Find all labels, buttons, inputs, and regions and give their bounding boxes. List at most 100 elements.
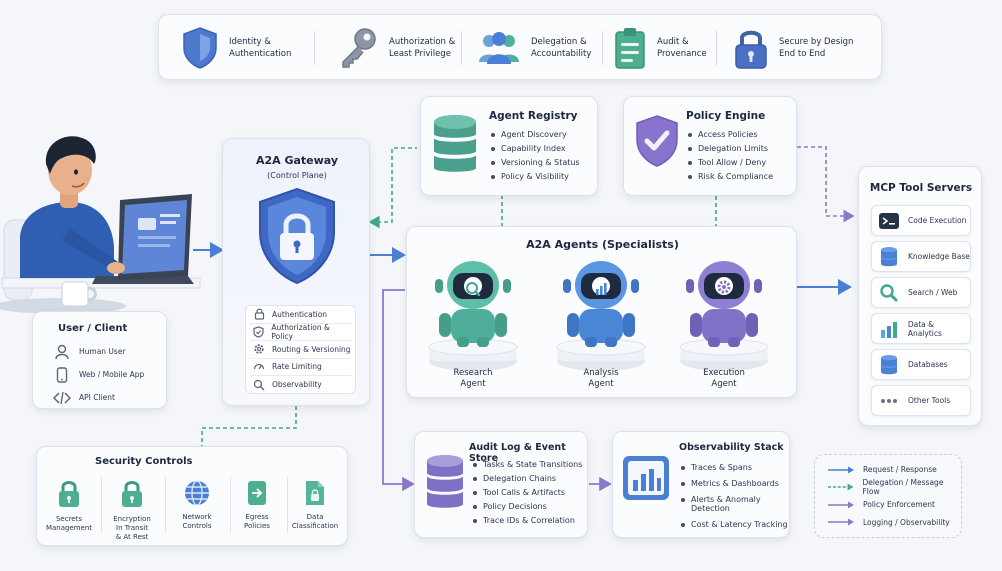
code-icon (53, 391, 71, 404)
audit-item: Trace IDs & Correlation (473, 516, 582, 525)
user-client-label: Web / Mobile App (79, 370, 145, 379)
dots-icon (881, 398, 897, 403)
principles-banner: Identity &Authentication Authorization &… (158, 14, 882, 80)
banner-label: Delegation & (531, 36, 587, 47)
banner-label: Secure by Design (779, 36, 854, 47)
lock-icon (254, 308, 264, 320)
audit-item: Policy Decisions (473, 502, 582, 511)
bar-chart-icon (880, 321, 897, 338)
lock-icon (122, 481, 142, 507)
gateway-feature: Observability (250, 376, 351, 394)
database-icon (880, 246, 898, 266)
user-client-label: API Client (79, 393, 115, 402)
legend-item: Request / Response (827, 461, 961, 479)
policy-engine-card: Policy Engine Access Policies Delegation… (623, 96, 797, 196)
user-client-item: API Client (51, 386, 156, 409)
observability-item: Cost & Latency Tracking (681, 520, 789, 529)
mcp-tool-label: Databases (908, 360, 948, 369)
gateway-feature-label: Routing & Versioning (272, 344, 351, 354)
banner-item-identity: Identity &Authentication (181, 18, 291, 78)
arrow-agents-to-audit (382, 289, 415, 492)
gateway-title: A2A Gateway (255, 154, 339, 167)
mcp-tool-label: Data & Analytics (907, 319, 942, 338)
gateway-feature-label: Authentication (272, 309, 328, 319)
observability-item: Traces & Spans (681, 463, 789, 472)
line-gateway-to-security (201, 406, 297, 446)
research-agent-robot (428, 261, 518, 371)
mcp-tool-item: Databases (871, 349, 971, 380)
gateway-feature-label: Authorization & Policy (271, 322, 330, 341)
banner-item-audit: Audit &Provenance (613, 18, 707, 78)
audit-list: Tasks & State Transitions Delegation Cha… (473, 460, 582, 530)
gear-icon (717, 280, 731, 294)
divider (602, 31, 603, 65)
exit-icon (248, 481, 266, 505)
globe-icon (185, 480, 209, 506)
mcp-tool-item: Knowledge Base (871, 241, 971, 272)
registry-title: Agent Registry (489, 110, 578, 122)
legend-solid-purple-arrow (828, 501, 854, 509)
database-icon (427, 455, 463, 508)
mcp-tool-item: Search / Web (871, 277, 971, 308)
terminal-icon (879, 212, 899, 229)
magnifier-icon (253, 379, 265, 391)
registry-item: Versioning & Status (491, 158, 580, 167)
gear-icon (254, 344, 264, 354)
user-client-card: User / Client Human User Web / Mobile Ap… (32, 311, 167, 409)
policy-item: Risk & Compliance (688, 172, 773, 181)
divider (165, 477, 166, 533)
observability-card: Observability Stack Traces & Spans Metri… (612, 431, 790, 538)
user-icon (55, 344, 69, 359)
mobile-icon (56, 366, 68, 383)
shield-icon (183, 27, 217, 69)
bar-chart-icon (596, 283, 607, 295)
gateway-feature-label: Rate Limiting (272, 362, 322, 372)
divider (716, 31, 717, 65)
mcp-tool-item: Data & Analytics (871, 313, 971, 344)
banner-label: Audit & (657, 36, 689, 47)
user-client-label: Human User (79, 347, 126, 356)
audit-title: Audit Log & Event Store (469, 442, 566, 464)
observability-title: Observability Stack (679, 442, 784, 453)
mcp-tool-label: Code Execution (908, 216, 967, 225)
banner-label: Authorization & (389, 36, 456, 47)
divider (101, 477, 102, 533)
policy-item: Access Policies (688, 130, 773, 139)
legend-item: Delegation / Message Flow (827, 478, 961, 496)
registry-item: Agent Discovery (491, 130, 580, 139)
mcp-tool-item: Code Execution (871, 205, 971, 236)
divider (230, 477, 231, 533)
shield-check-icon (636, 115, 678, 167)
people-icon (479, 32, 519, 64)
mcp-title: MCP Tool Servers (869, 182, 973, 194)
user-at-laptop-illustration (0, 136, 201, 313)
observability-list: Traces & Spans Metrics & Dashboards Aler… (681, 463, 789, 534)
agents-title: A2A Agents (Specialists) (526, 238, 679, 251)
observability-item: Alerts & Anomaly Detection (681, 495, 789, 513)
divider (461, 31, 462, 65)
registry-item: Policy & Visibility (491, 172, 580, 181)
user-client-item: Human User (51, 340, 156, 363)
policy-item: Delegation Limits (688, 144, 773, 153)
legend: Request / Response Delegation / Message … (814, 454, 962, 538)
gateway-card: A2A Gateway (Control Plane) Authenticati… (222, 138, 370, 406)
legend-dashed-teal-arrow (827, 483, 854, 491)
gateway-feature: Rate Limiting (250, 359, 351, 376)
gateway-feature-label: Observability (272, 380, 322, 390)
observability-item: Metrics & Dashboards (681, 479, 789, 488)
security-title: Security Controls (95, 456, 193, 467)
gateway-features: Authentication Authorization & Policy Ro… (245, 305, 356, 394)
policy-title: Policy Engine (686, 110, 766, 122)
banner-label: Least Privilege (389, 49, 451, 59)
file-lock-icon (306, 481, 324, 505)
registry-item: Capability Index (491, 144, 580, 153)
bar-chart-icon (623, 456, 669, 500)
search-icon (465, 281, 481, 297)
